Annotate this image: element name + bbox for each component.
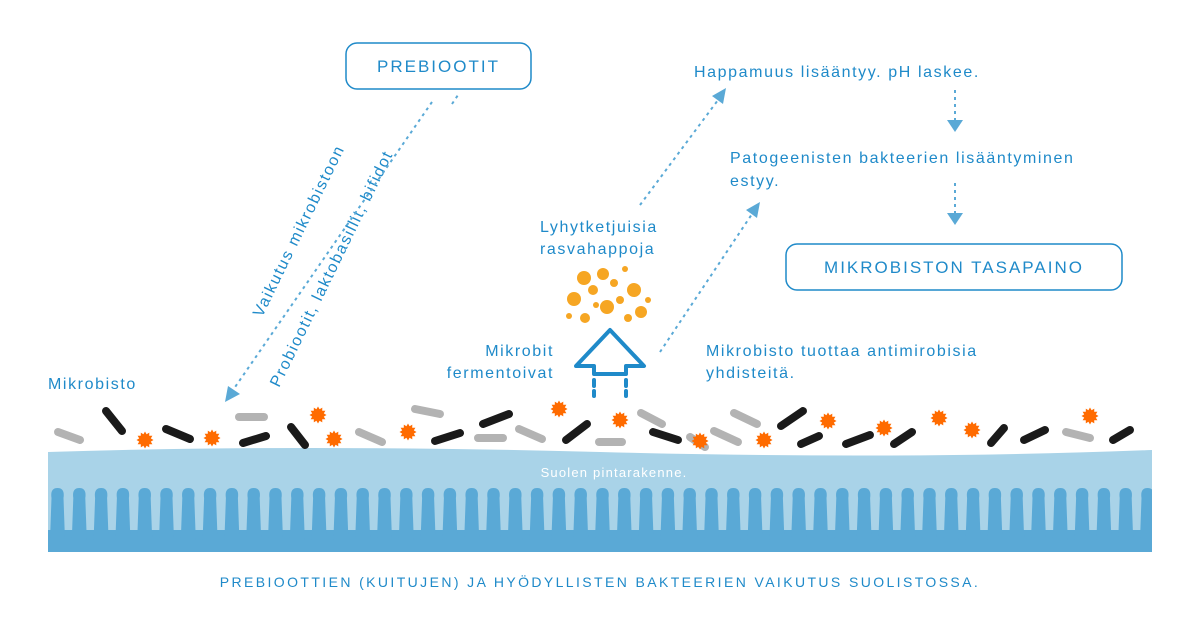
ferment-label-line2: fermentoivat	[447, 365, 554, 382]
acidity-label: Happamuus lisääntyy. pH laskee.	[694, 64, 980, 81]
black-bacteria	[102, 407, 1134, 449]
ferment-label-line1: Mikrobit	[485, 343, 554, 360]
fermentation-up-arrow	[574, 328, 646, 398]
coccus-bacterium	[963, 421, 981, 439]
coccus-bacterium	[930, 409, 948, 427]
antimicrobial-label-line2: yhdisteitä.	[706, 365, 796, 382]
coccus-bacterium	[203, 429, 221, 447]
coccus-bacterium	[755, 431, 773, 449]
figure-caption: PREBIOOTTIEN (KUITUJEN) JA HYÖDYLLISTEN …	[220, 573, 980, 590]
coccus-bacterium	[691, 432, 709, 450]
scfa-label-line2: rasvahappoja	[540, 241, 655, 258]
balance-box-label: MIKROBISTON TASAPAINO	[824, 258, 1084, 277]
arrow-pathogens-to-balance	[947, 183, 963, 225]
coccus-bacterium	[399, 423, 417, 441]
orange-bacteria	[136, 400, 1099, 450]
dashed-line-prebiotics	[451, 94, 459, 105]
coccus-bacterium	[875, 419, 893, 437]
prebiotics-box-label: PREBIOOTIT	[377, 57, 500, 76]
antimicrobial-label-line1: Mikrobisto tuottaa antimirobisia	[706, 343, 978, 360]
surface-label: Suolen pintarakenne.	[541, 465, 688, 480]
pathogens-label-line2: estyy.	[730, 173, 780, 190]
balance-box	[785, 243, 1123, 291]
coccus-bacterium	[309, 406, 327, 424]
bacteria-layer	[54, 400, 1134, 451]
arrow-microbiota-to-pathogens	[659, 202, 760, 353]
scfa-label-line1: Lyhytketjuisia	[540, 219, 658, 236]
prebiotics-box	[345, 42, 532, 90]
scfa-dots	[566, 266, 651, 323]
pathogens-label-line1: Patogeenisten bakteerien lisääntyminen	[730, 150, 1075, 167]
coccus-bacterium	[611, 411, 629, 429]
arrow-acidity-to-pathogens	[947, 90, 963, 132]
coccus-bacterium	[550, 400, 568, 418]
coccus-bacterium	[325, 430, 343, 448]
gut-surface	[48, 448, 1152, 552]
coccus-bacterium	[136, 431, 154, 449]
coccus-bacterium	[819, 412, 837, 430]
arrow-scfa-to-acidity	[639, 88, 726, 206]
coccus-bacterium	[1081, 407, 1099, 425]
microbiota-label: Mikrobisto	[48, 376, 137, 393]
arrow-prebiotics-to-microbiota	[225, 101, 433, 402]
gray-bacteria	[54, 405, 1094, 451]
